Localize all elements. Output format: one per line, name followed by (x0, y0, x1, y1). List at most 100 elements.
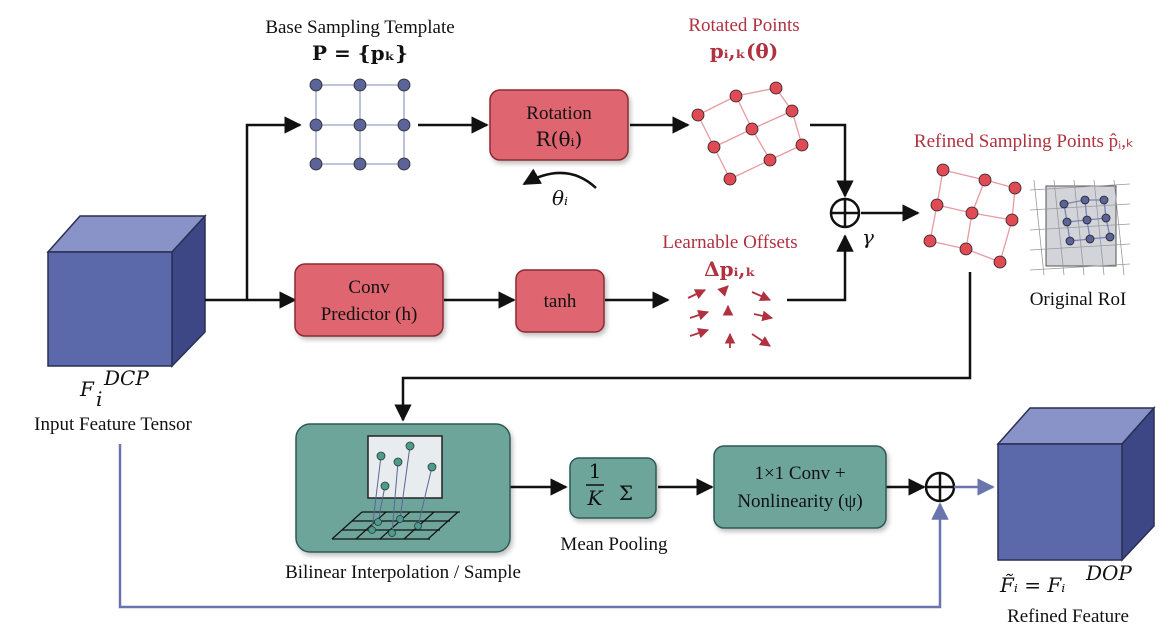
template-point (309, 157, 323, 171)
original-roi-thumbnail (1029, 179, 1131, 276)
bilinear-label: Bilinear Interpolation / Sample (285, 562, 521, 583)
template-point (309, 118, 323, 132)
template-point (397, 78, 411, 92)
bilinear-sample-point (376, 451, 386, 461)
offset-arrow (689, 309, 710, 321)
svg-text:i: i (96, 387, 102, 411)
mean-pool-box: 1 K Σ (569, 457, 657, 519)
rotated-title: Rotated Points (688, 15, 799, 36)
refined-point (965, 206, 979, 220)
offset-arrow (689, 327, 710, 339)
conv-predictor-line1: Conv (348, 277, 390, 298)
output-formula: F̃ᵢ = Fᵢ DOP (999, 561, 1132, 597)
svg-text:DOP: DOP (1085, 561, 1132, 585)
mean-pool-num: 1 (589, 459, 602, 483)
rotated-formula: pᵢ,ₖ(θ) (710, 39, 778, 63)
rotated-point (729, 89, 743, 103)
rotated-point (795, 138, 809, 152)
branch-connectors (205, 116, 972, 496)
rotation-label: Rotation (526, 103, 592, 124)
refined-point (936, 163, 950, 177)
mean-pool-label: Mean Pooling (560, 534, 668, 555)
refined-point (923, 234, 937, 248)
refined-point (993, 255, 1007, 269)
refined-point (930, 198, 944, 212)
rotated-grid (691, 81, 809, 186)
rotated-point (769, 81, 783, 95)
roi-point (1062, 217, 1072, 227)
output-plus-node (924, 471, 956, 503)
rotation-box: Rotation R(θᵢ) (489, 89, 629, 161)
rotated-point (691, 108, 705, 122)
offset-arrow (751, 291, 771, 301)
offset-arrow (687, 289, 706, 300)
refined-point (1005, 213, 1019, 227)
roi-point (1080, 195, 1090, 205)
mean-pool-den: K (587, 486, 604, 510)
svg-text:F̃ᵢ = Fᵢ: F̃ᵢ = Fᵢ (999, 573, 1065, 597)
offsets-formula: Δpᵢ,ₖ (704, 257, 756, 281)
template-point (309, 78, 323, 92)
refined-grid (923, 163, 1022, 269)
rotation-angle-arrow: θᵢ (522, 168, 597, 210)
roi-label: Original RoI (1030, 289, 1127, 310)
refined-title: Refined Sampling Points p̂ᵢ,ₖ (914, 131, 1134, 152)
svg-text:F: F (79, 377, 95, 401)
bilinear-grid-point (414, 522, 422, 530)
template-point (353, 157, 367, 171)
rotated-point (723, 172, 737, 186)
template-point (397, 157, 411, 171)
offset-arrow (751, 333, 771, 347)
template-grid (309, 78, 411, 171)
input-tensor-label: Input Feature Tensor (34, 414, 192, 435)
refined-point (978, 173, 992, 187)
conv-predictor-line2: Predictor (h) (321, 304, 418, 325)
offset-arrows (687, 285, 774, 348)
rotated-point (745, 122, 759, 136)
bilinear-grid-point (388, 529, 396, 537)
template-formula: P = {pₖ} (312, 41, 408, 65)
conv1x1-box: 1×1 Conv + Nonlinearity (ψ) (713, 445, 887, 529)
offset-arrow (717, 285, 729, 297)
roi-point (1065, 236, 1075, 246)
refined-point (959, 242, 973, 256)
tanh-box: tanh (515, 269, 605, 333)
roi-point (1059, 199, 1069, 209)
bilinear-grid-point (374, 518, 382, 526)
input-tensor-cube (46, 214, 207, 368)
refined-point (1008, 181, 1022, 195)
rotated-point (785, 104, 799, 118)
roi-point (1082, 215, 1092, 225)
bilinear-box (295, 423, 511, 553)
rotation-angle-label: θᵢ (552, 186, 568, 210)
mean-pool-sigma: Σ (619, 481, 633, 505)
conv-predictor-box: Conv Predictor (h) (294, 263, 444, 337)
tanh-label: tanh (544, 291, 577, 312)
rotated-point (707, 140, 721, 154)
output-label: Refined Feature (1007, 606, 1129, 627)
offsets-title: Learnable Offsets (662, 232, 797, 253)
bilinear-grid-point (396, 515, 404, 523)
bilinear-grid-point (368, 526, 376, 534)
roi-point (1099, 195, 1109, 205)
merge-plus-node (829, 197, 861, 229)
template-point (397, 118, 411, 132)
offset-arrow (753, 310, 774, 322)
rotation-formula: R(θᵢ) (536, 127, 583, 151)
bilinear-sample-point (380, 481, 390, 491)
gamma-label: γ (862, 225, 874, 249)
template-point (353, 78, 367, 92)
rotated-point (763, 153, 777, 167)
template-point (353, 118, 367, 132)
bilinear-sample-point (427, 462, 437, 472)
template-title: Base Sampling Template (265, 17, 454, 38)
roi-point (1101, 213, 1111, 223)
svg-text:DCP: DCP (103, 366, 149, 390)
input-tensor-formula: F i DCP (79, 366, 149, 411)
roi-point (1105, 232, 1115, 242)
conv1x1-line1: 1×1 Conv + (754, 463, 845, 484)
conv1x1-line2: Nonlinearity (ψ) (737, 491, 862, 512)
bilinear-sample-point (393, 457, 403, 467)
